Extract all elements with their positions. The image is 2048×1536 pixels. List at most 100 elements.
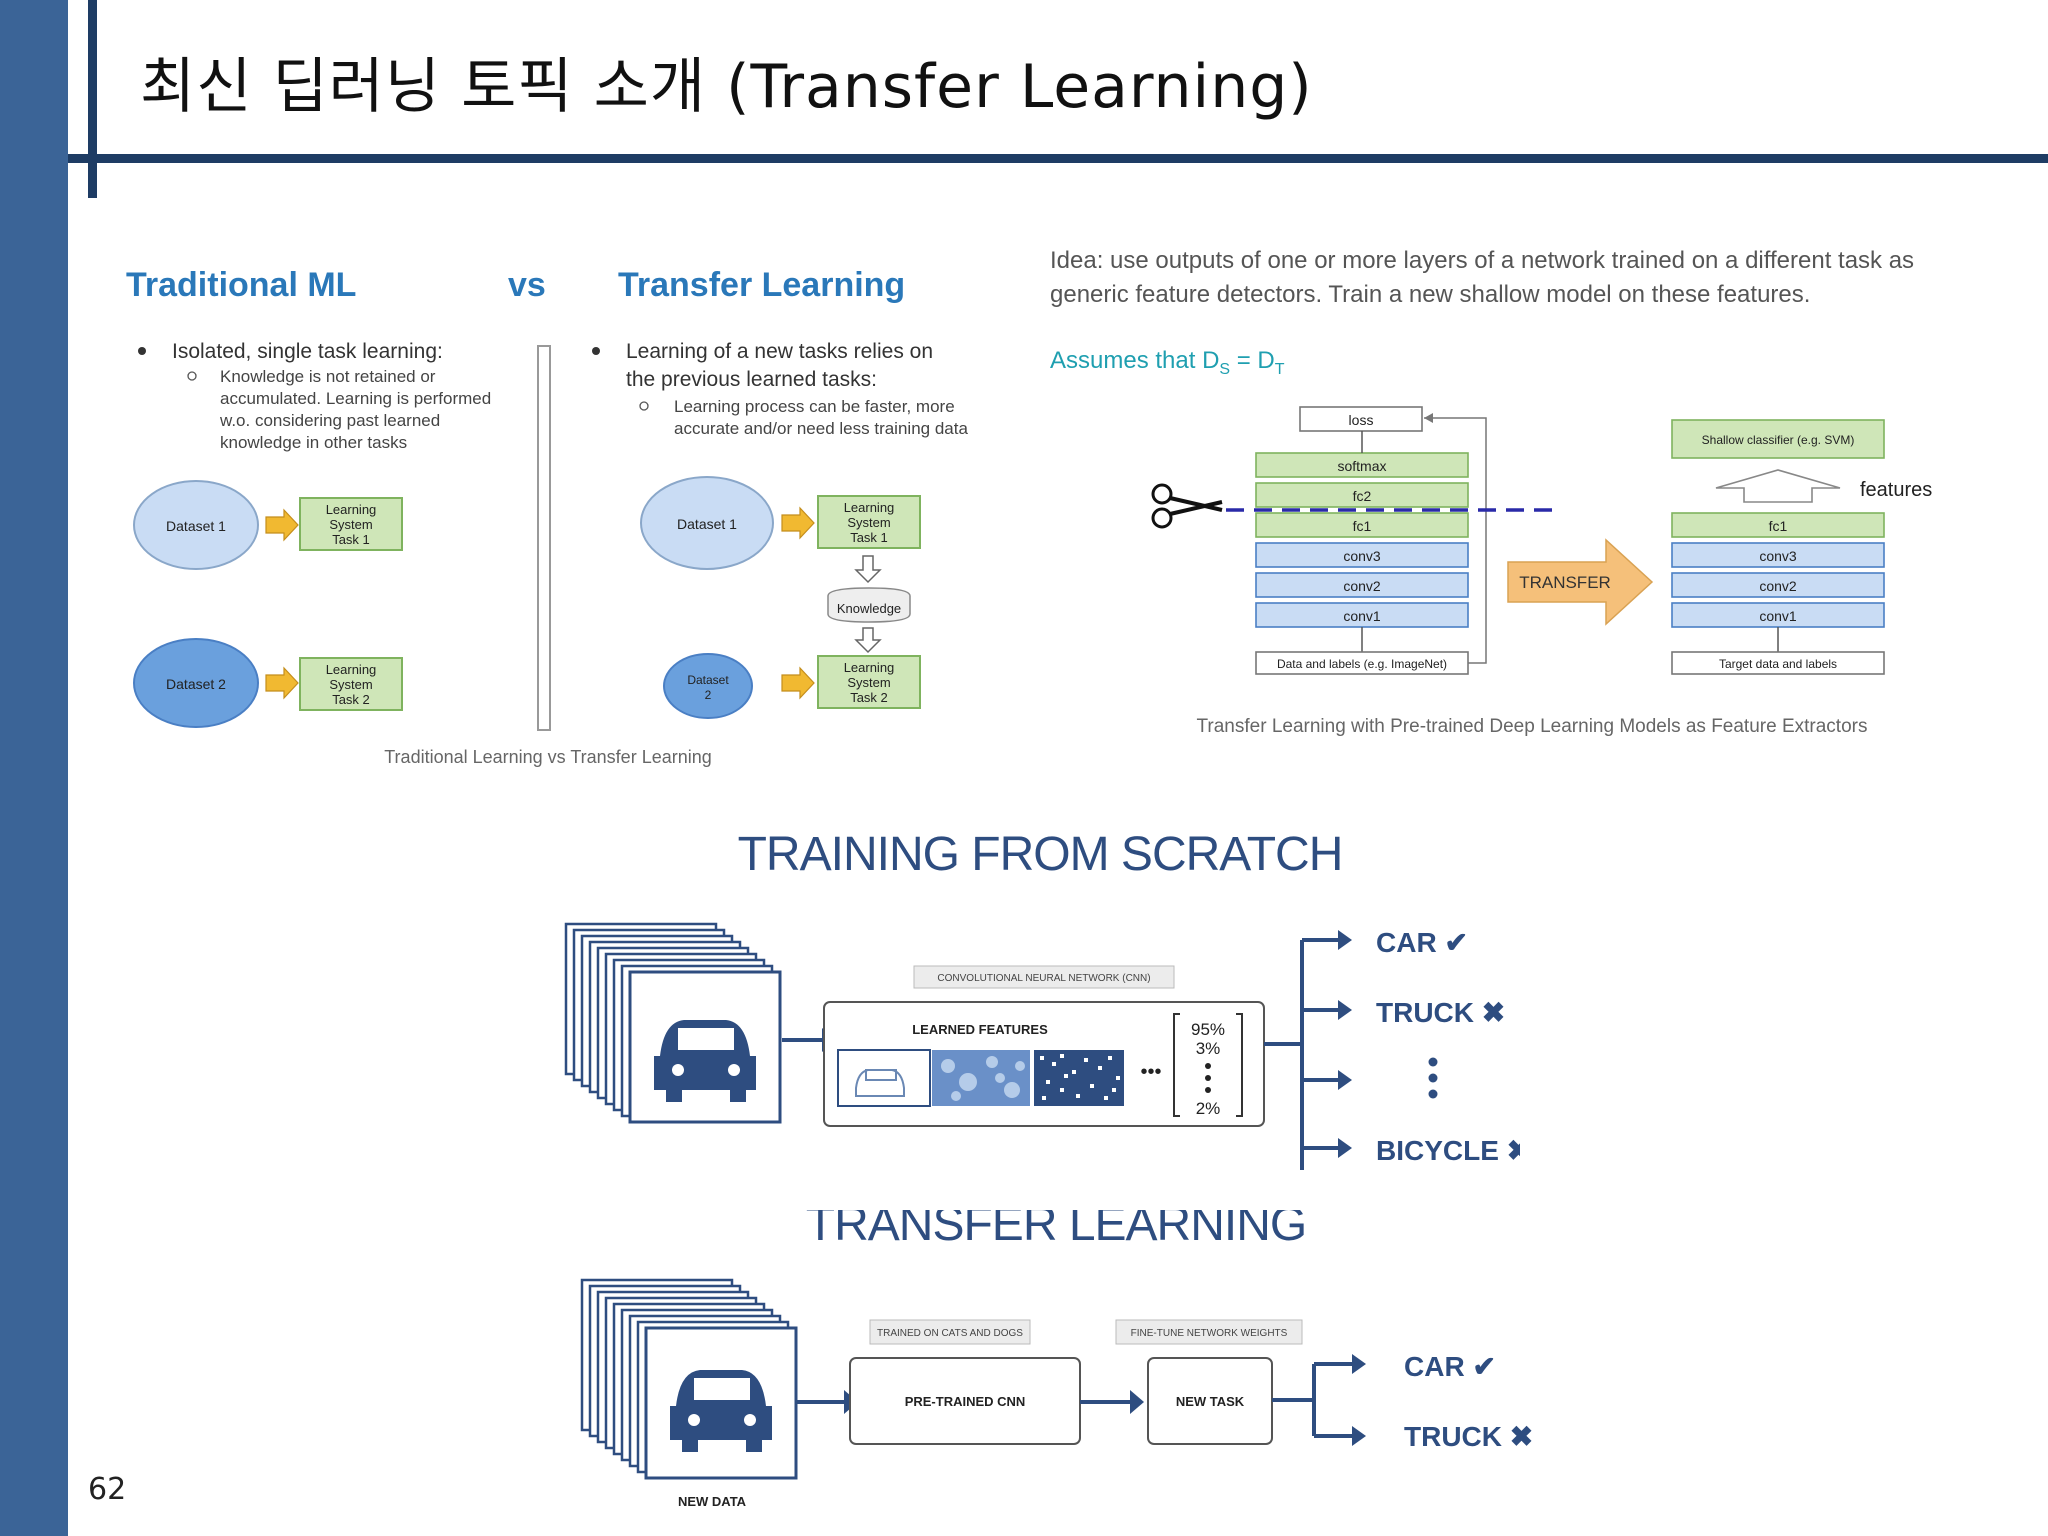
traditional-heading: Traditional ML xyxy=(126,266,356,304)
source-input-label: Data and labels (e.g. ImageNet) xyxy=(1277,657,1447,671)
left-sub-line: accumulated. Learning is performed xyxy=(220,389,491,408)
task-2-line: System xyxy=(329,677,372,692)
layer-label: fc1 xyxy=(1353,518,1372,534)
layer-label: conv2 xyxy=(1759,578,1797,594)
trained-on-tag xyxy=(869,1319,1031,1345)
output-car: CAR ✔ xyxy=(1376,927,1468,958)
output-arrowheads xyxy=(1352,1354,1366,1446)
vs-label: vs xyxy=(508,266,546,304)
car-outline-icon xyxy=(855,1069,905,1097)
idea-line: generic feature detectors. Train a new s… xyxy=(1050,281,1810,308)
dataset-2-node xyxy=(133,638,259,728)
output-bicycle: BICYCLE ✖ xyxy=(1376,1135,1520,1166)
up-arrow-icon xyxy=(1715,469,1841,503)
dataset-1-label: Dataset 1 xyxy=(677,516,737,532)
layer-label: conv1 xyxy=(1759,608,1797,624)
feature-extractor-figure: Idea: use outputs of one or more layers … xyxy=(1030,240,2040,750)
shallow-classifier xyxy=(1671,419,1885,459)
loss-layer xyxy=(1299,406,1423,432)
bullet-dot xyxy=(138,347,146,355)
comparison-caption: Traditional Learning vs Transfer Learnin… xyxy=(384,747,712,767)
arrow-right-icon xyxy=(265,666,299,700)
pretrained-cnn-label: PRE-TRAINED CNN xyxy=(905,1394,1026,1409)
divider-bar xyxy=(537,345,551,731)
arrow-right-icon xyxy=(265,508,299,542)
transfer-title: TRANSFER LEARNING xyxy=(806,1210,1306,1251)
sub-bullet xyxy=(639,401,649,411)
scratch-svg: TRAINING FROM SCRATCH CONVOLUTIONAL NEUR… xyxy=(564,828,1530,1190)
left-bullet: Isolated, single task learning: xyxy=(172,340,443,363)
loss-feedback-line xyxy=(1424,417,1487,664)
prob-value: 3% xyxy=(1196,1039,1221,1058)
trained-on-label: TRAINED ON CATS AND DOGS xyxy=(877,1328,1023,1339)
layer-label: fc2 xyxy=(1353,488,1372,504)
left-sub-line: Knowledge is not retained or xyxy=(220,367,436,386)
transfer-arrow xyxy=(1507,538,1654,626)
arrow-right-icon xyxy=(781,666,815,700)
right-sub-line: accurate and/or need less training data xyxy=(674,419,968,438)
scissors-icon xyxy=(1151,483,1223,529)
title-underline xyxy=(68,154,2048,163)
task-2-line: Learning xyxy=(326,662,377,677)
texture-pattern xyxy=(941,1056,1025,1101)
fc2-layer xyxy=(1255,482,1469,508)
dataset-2-label: Dataset 2 xyxy=(166,676,226,692)
new-data-label: NEW DATA xyxy=(678,1494,747,1509)
dataset-1-label: Dataset 1 xyxy=(166,518,226,534)
sub-bullet xyxy=(187,371,197,381)
layer-label: fc1 xyxy=(1769,518,1788,534)
arrow-head-icon xyxy=(1424,413,1433,423)
car-icon xyxy=(670,1370,772,1452)
vertical-dots xyxy=(1205,1063,1211,1093)
layer-label: conv3 xyxy=(1759,548,1797,564)
fc1-layer xyxy=(1671,512,1885,538)
layer-label: conv2 xyxy=(1343,578,1381,594)
vertical-dots xyxy=(1428,1057,1438,1099)
page-number: 62 xyxy=(88,1472,127,1507)
arrow-right-icon xyxy=(781,506,815,540)
dataset-2-label: 2 xyxy=(705,688,712,702)
transfer-label: TRANSFER xyxy=(1519,573,1611,592)
task-2-line: Task 2 xyxy=(332,692,370,707)
feature-map-texture xyxy=(932,1050,1030,1106)
dataset-1-node xyxy=(133,480,259,570)
features-label: features xyxy=(1860,479,1932,501)
layer-label: conv1 xyxy=(1343,608,1381,624)
arrow-head-icon xyxy=(1130,1390,1144,1414)
task-1-line: System xyxy=(847,515,890,530)
ellipsis: ••• xyxy=(1140,1061,1161,1083)
task-1-line: Learning xyxy=(326,502,377,517)
output-branches xyxy=(1264,938,1340,1190)
car-icon xyxy=(654,1020,756,1102)
training-from-scratch-figure: TRAINING FROM SCRATCH CONVOLUTIONAL NEUR… xyxy=(560,828,1530,1190)
task-1-line: Task 1 xyxy=(332,532,370,547)
output-truck: TRUCK ✖ xyxy=(1376,997,1505,1028)
task-1-box xyxy=(299,497,403,551)
conv3-layer xyxy=(1671,542,1885,568)
task-2-box xyxy=(299,657,403,711)
output-arrowheads xyxy=(1338,930,1352,1158)
target-input-label: Target data and labels xyxy=(1719,657,1837,671)
layer-label: conv3 xyxy=(1343,548,1381,564)
slide-title: 최신 딥러닝 토픽 소개 (Transfer Learning) xyxy=(140,52,1313,122)
cnn-label: CONVOLUTIONAL NEURAL NETWORK (CNN) xyxy=(937,973,1150,984)
shallow-label: Shallow classifier (e.g. SVM) xyxy=(1702,433,1855,447)
conv3-layer xyxy=(1255,542,1469,568)
left-sub-line: knowledge in other tasks xyxy=(220,433,407,452)
softmax-layer xyxy=(1255,452,1469,478)
idea-line: Idea: use outputs of one or more layers … xyxy=(1050,247,1914,274)
task-2-box xyxy=(817,655,921,709)
scratch-title: TRAINING FROM SCRATCH xyxy=(738,830,1343,881)
arrow-down-icon xyxy=(854,627,882,654)
conv2-layer xyxy=(1671,572,1885,598)
feature-extractor-svg: Idea: use outputs of one or more layers … xyxy=(1050,247,1932,737)
knowledge-label: Knowledge xyxy=(837,601,901,616)
comparison-figure: Traditional ML vs Transfer Learning Isol… xyxy=(120,250,1010,780)
fc1-layer xyxy=(1255,512,1469,538)
right-bullet-line: Learning of a new tasks relies on xyxy=(626,340,933,363)
dataset-2-node xyxy=(663,653,753,719)
conv2-layer xyxy=(1255,572,1469,598)
dataset-1-node xyxy=(640,476,774,570)
output-truck: TRUCK ✖ xyxy=(1404,1421,1533,1452)
bullet-dot xyxy=(592,347,600,355)
